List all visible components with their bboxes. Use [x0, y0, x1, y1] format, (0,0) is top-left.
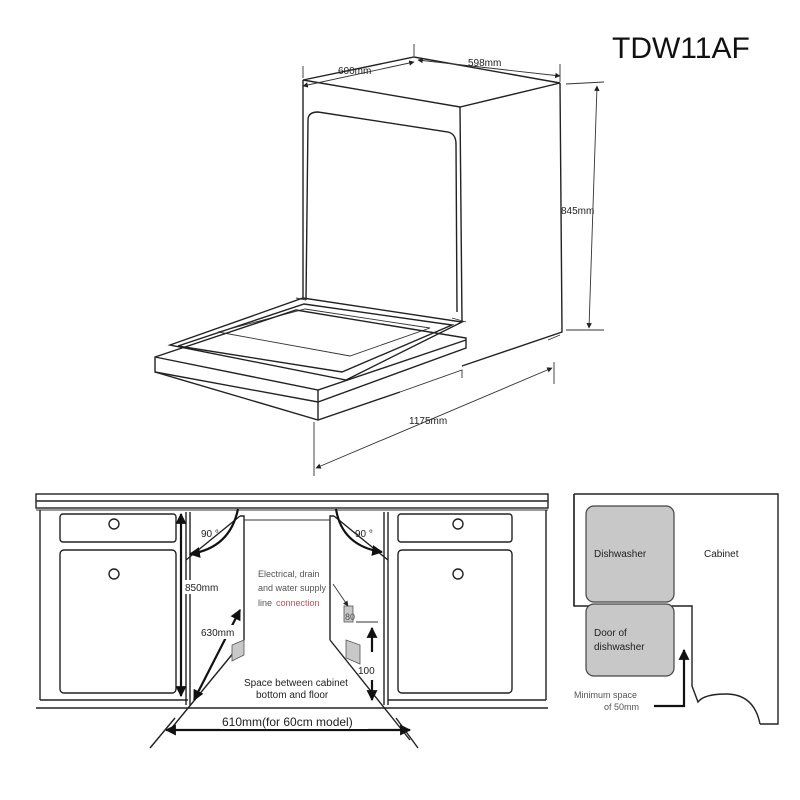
dim-height-label: 845mm: [561, 206, 594, 217]
install-width-label: 610mm(for 60cm model): [222, 715, 353, 729]
plan-min-space-line-1: Minimum space: [574, 690, 637, 700]
dimension-arrow-icon: [586, 85, 600, 329]
dimension-door-open: 1175mm: [313, 362, 555, 476]
plan-door-line-2: dishwasher: [594, 642, 645, 653]
angle-right: 90 °: [334, 508, 384, 556]
dimension-arrow-icon: [315, 367, 553, 469]
angle-right-label: 90 °: [355, 529, 373, 540]
install-height: 850mm: [175, 512, 226, 698]
angle-arc-icon: [188, 508, 240, 558]
model-title: TDW11AF: [612, 32, 750, 65]
dimension-arrow-icon: [302, 60, 415, 88]
plan-view-drawing: [573, 493, 779, 725]
note-connection: connection: [276, 598, 320, 608]
angle-left-label: 90 °: [201, 529, 219, 540]
space-line-1: Space between cabinet: [244, 678, 348, 689]
dimension-depth: 600mm: [302, 44, 415, 88]
dimension-height: 845mm: [561, 81, 605, 331]
note-line-2: and water supply: [258, 583, 327, 593]
space-line-2: bottom and floor: [256, 690, 329, 701]
note-line-3: line: [258, 598, 272, 608]
small-mark-label: 80: [345, 612, 355, 622]
angle-left: 90 °: [188, 508, 240, 558]
dimension-arrow-icon: [654, 648, 690, 708]
dim-depth-label: 600mm: [338, 66, 371, 77]
dishwasher-3d-drawing: [154, 56, 563, 421]
dimension-arrow-icon: [417, 57, 561, 79]
angle-arc-icon: [334, 508, 384, 556]
installation-niche-drawing: [35, 493, 549, 749]
plan-dishwasher: [585, 505, 675, 603]
install-gap-label: 100: [358, 666, 375, 677]
space-note: Space between cabinet bottom and floor: [244, 678, 348, 701]
plan-dishwasher-label: Dishwasher: [594, 549, 647, 560]
dim-door-open-label: 1175mm: [409, 416, 447, 427]
note-line-1: Electrical, drain: [258, 569, 320, 579]
install-width: 610mm(for 60cm model): [164, 715, 412, 736]
install-gap: 100: [356, 621, 378, 702]
install-height-label: 850mm: [185, 583, 218, 594]
supply-note: Electrical, drain and water supply line …: [258, 569, 349, 608]
dim-width-label: 598mm: [468, 58, 501, 69]
install-depth: 630mm: [193, 609, 241, 701]
plan-min-space-line-2: of 50mm: [604, 702, 639, 712]
plan-door: [585, 603, 675, 677]
plan-door-line-1: Door of: [594, 628, 627, 639]
plan-cabinet-label: Cabinet: [704, 549, 739, 560]
install-depth-label: 630mm: [201, 628, 234, 639]
dimension-width: 598mm: [417, 57, 561, 82]
